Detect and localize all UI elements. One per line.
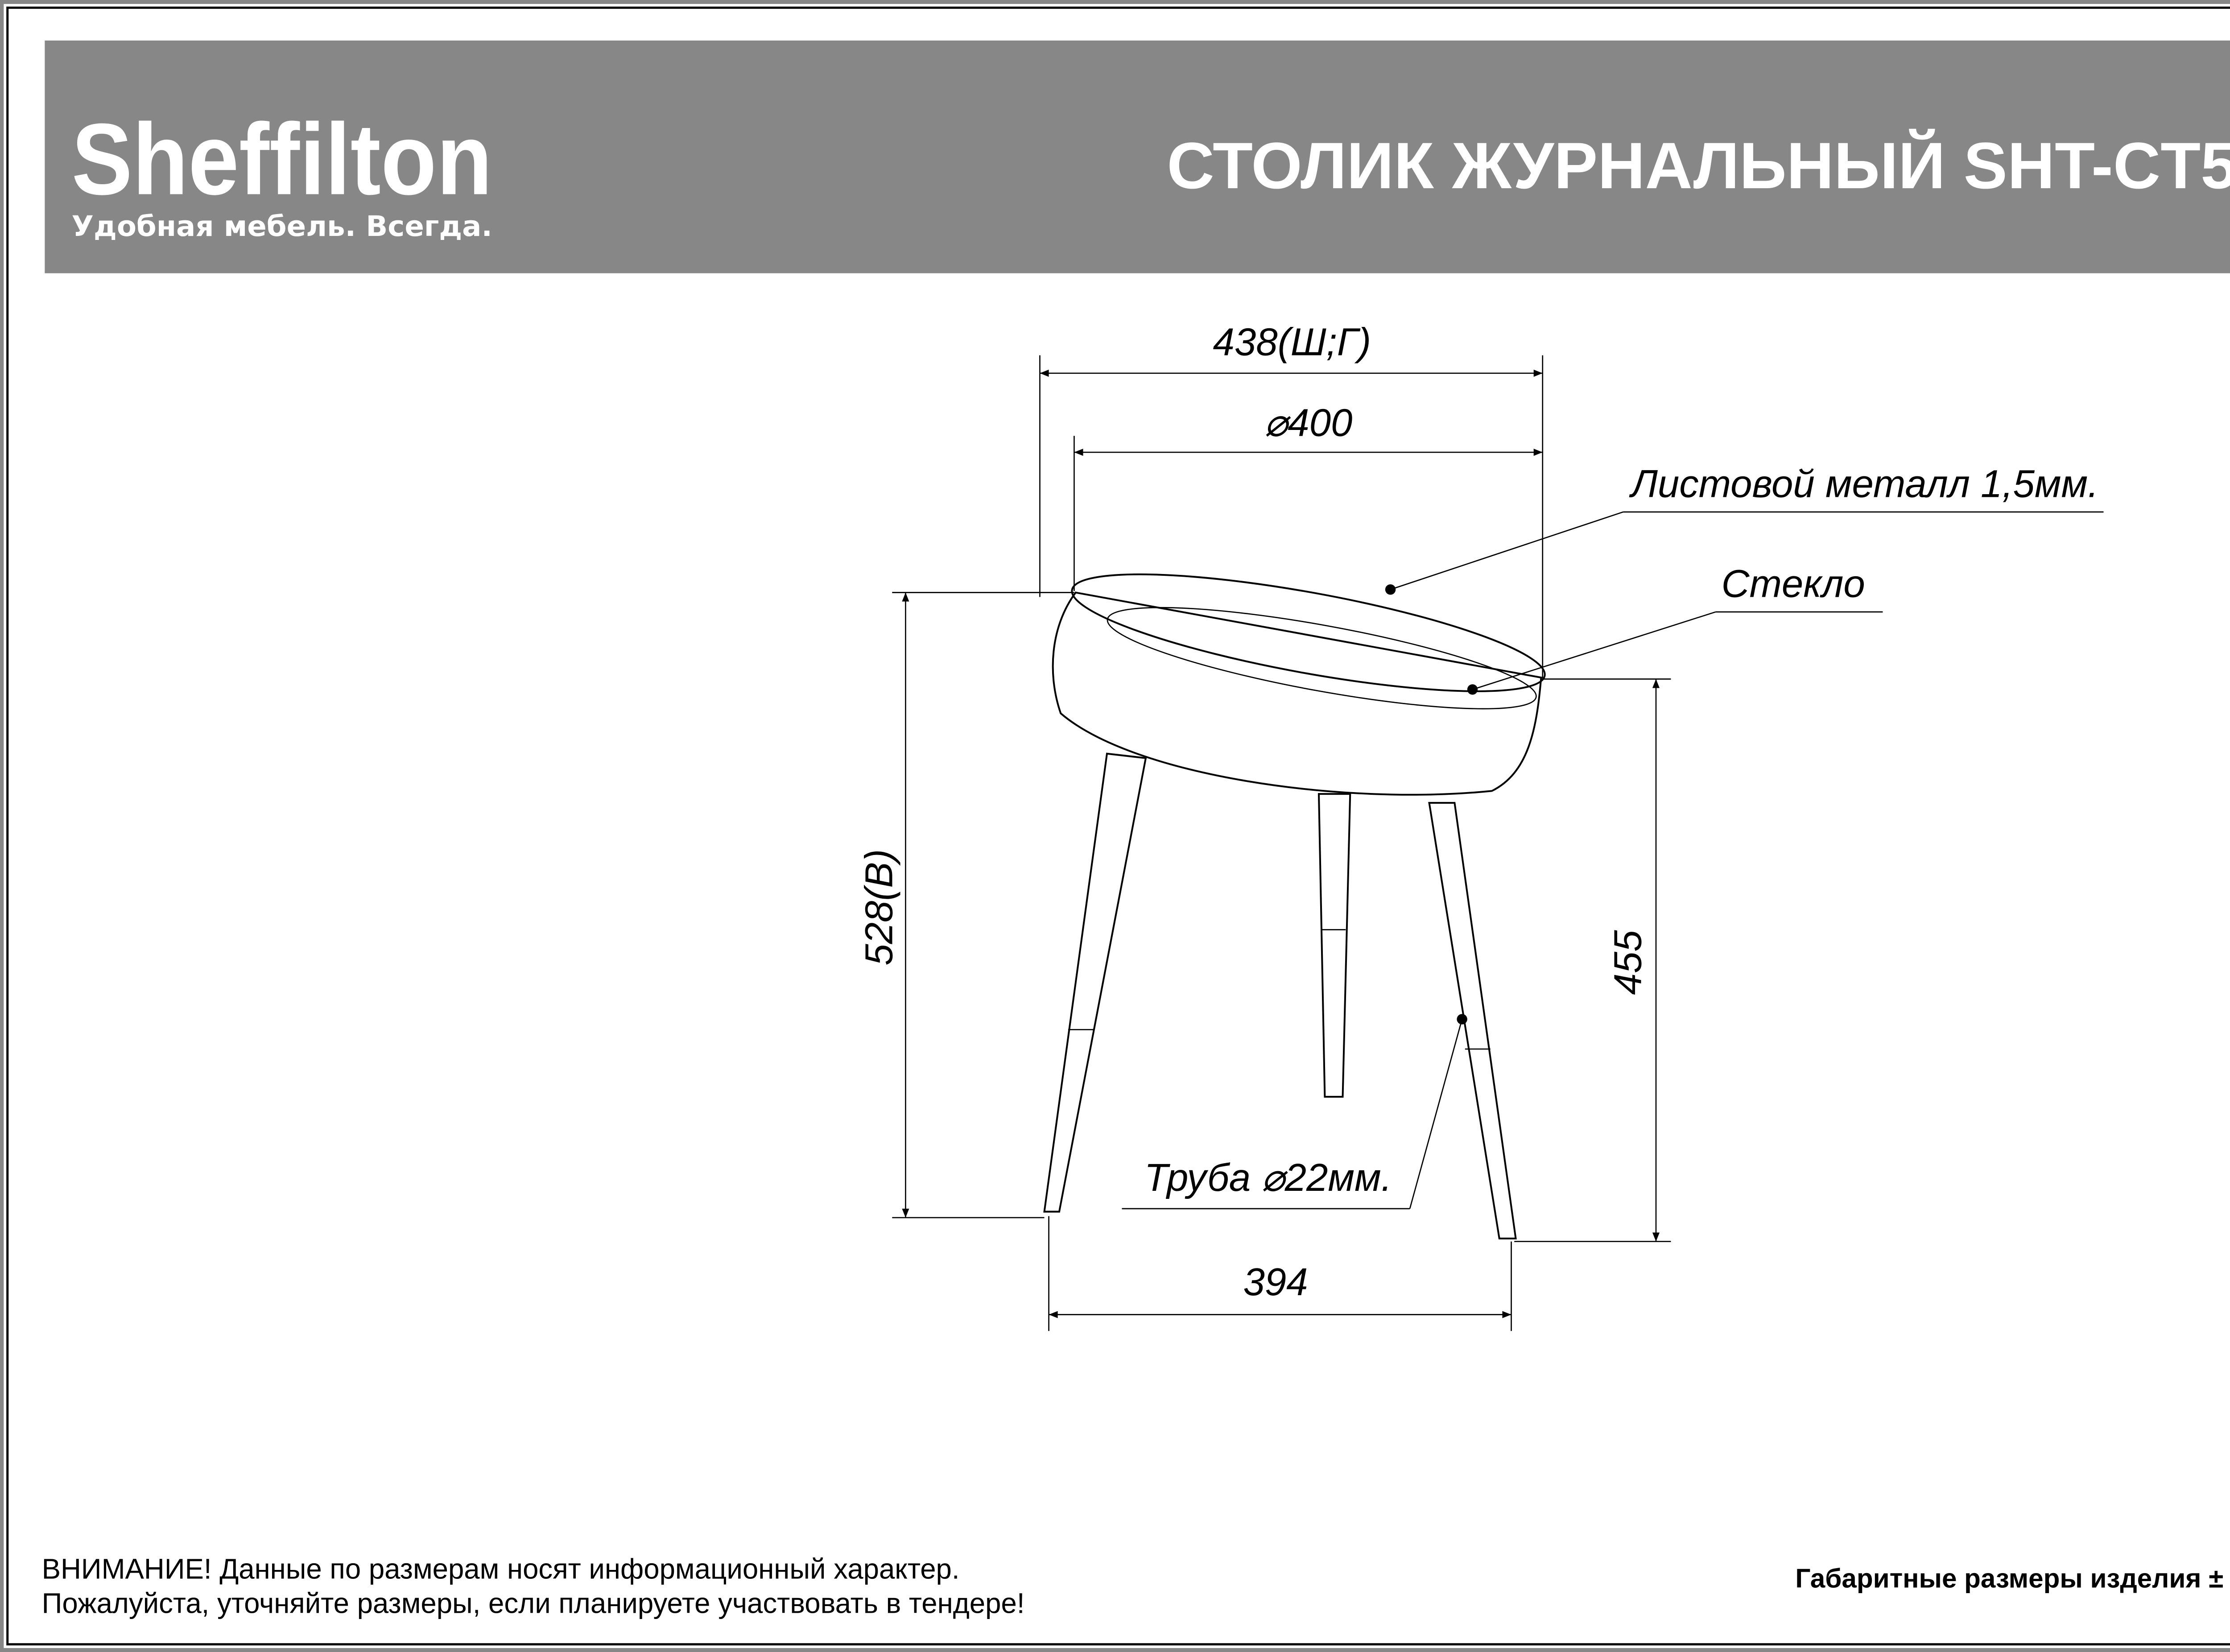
dimension-label: 438(Ш;Г) xyxy=(1213,321,1371,364)
dimension-label: 394 xyxy=(1243,1260,1308,1304)
leg-middle xyxy=(1317,793,1351,1098)
tolerance-note: Габаритные размеры изделия ± 5мм. xyxy=(1795,1563,2230,1594)
leg-left xyxy=(1043,752,1147,1213)
dimension-overall-height: 528(В) xyxy=(857,592,1074,1218)
glass-top xyxy=(1107,607,1537,710)
dimension-leg-span: 394 xyxy=(1048,1216,1512,1331)
svg-text:Листовой металл 1,5мм.: Листовой металл 1,5мм. xyxy=(1629,462,2098,505)
dimension-label: 528(В) xyxy=(857,849,900,966)
header-band xyxy=(45,40,2230,273)
dimension-overall-width: 438(Ш;Г) xyxy=(1039,321,1544,679)
callout-glass: Стекло xyxy=(1467,562,1883,695)
callout-tube: Труба ⌀22мм. xyxy=(1122,1014,1467,1210)
dimension-top-diameter: ⌀400 xyxy=(1074,401,1543,591)
dimension-label: 455 xyxy=(1606,930,1650,995)
tabletop-rim xyxy=(1071,573,1546,692)
brand-slogan: Удобная мебель. Всегда. xyxy=(72,210,492,243)
tabletop-side xyxy=(1052,591,1542,796)
leg-right xyxy=(1428,802,1517,1239)
svg-text:Труба ⌀22мм.: Труба ⌀22мм. xyxy=(1144,1156,1392,1199)
warning-line-1: ВНИМАНИЕ! Данные по размерам носят инфор… xyxy=(42,1553,960,1585)
callout-rim: Листовой металл 1,5мм. xyxy=(1385,462,2104,595)
inner-frame xyxy=(6,6,2230,1646)
warning-line-2: Пожалуйста, уточняйте размеры, если план… xyxy=(42,1588,1025,1619)
dimension-label: ⌀400 xyxy=(1264,401,1352,444)
page-title: СТОЛИК ЖУРНАЛЬНЫЙ SHT-CT58 xyxy=(1167,129,2230,202)
dimension-leg-height: 455 xyxy=(1514,678,1671,1242)
svg-text:Стекло: Стекло xyxy=(1722,562,1865,606)
table-illustration xyxy=(1043,573,1546,1239)
brand-logo: Sheffilton xyxy=(72,103,492,216)
